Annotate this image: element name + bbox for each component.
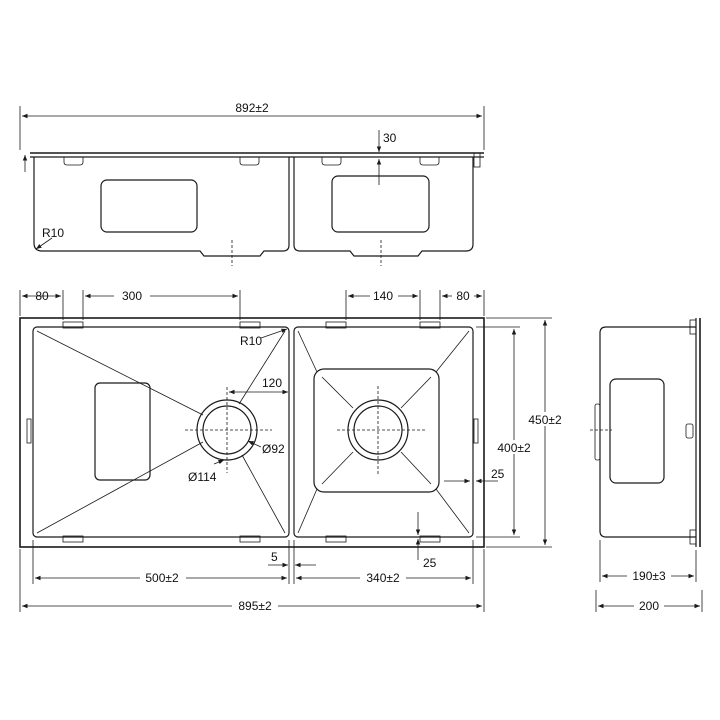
clip-icon — [419, 157, 440, 166]
side-outer-label: 200 — [639, 599, 659, 613]
top-depth-label: 30 — [383, 131, 397, 145]
top-elevation-view: 892±2 30 R10 — [19, 101, 485, 266]
clip-icon — [239, 157, 260, 166]
right-bowl-window — [331, 175, 430, 233]
side-view: 190±3 200 — [590, 318, 703, 613]
side-inner-label: 190±3 — [632, 569, 666, 583]
overall-height-label: 450±2 — [528, 413, 562, 427]
divider-5-label: 5 — [271, 550, 278, 564]
left-bowl-width-label: 500±2 — [145, 571, 179, 585]
top-width-label: 892±2 — [235, 101, 269, 115]
clip-icon — [325, 321, 347, 329]
left-bowl-window — [100, 179, 198, 233]
side-window — [609, 378, 665, 484]
overall-width-label: 895±2 — [238, 599, 272, 613]
clip-icon — [325, 535, 347, 543]
left-bowl-window — [94, 382, 151, 481]
waste-114-label: Ø114 — [188, 470, 217, 484]
clip-icon — [321, 157, 342, 166]
clip-icon — [63, 157, 84, 166]
left-bowl — [32, 326, 290, 538]
offset-120-label: 120 — [262, 376, 282, 390]
right-flange-label: 80 — [456, 289, 470, 303]
left-flange-label: 80 — [35, 289, 49, 303]
wall-25-right-label: 25 — [491, 467, 505, 481]
clip-icon — [239, 535, 261, 543]
clip-icon — [419, 321, 441, 329]
overflow-slot-icon — [685, 423, 694, 439]
plan-view: 80 300 140 80 R10 120 Ø92 Ø114 450±2 400… — [19, 286, 564, 613]
clip-icon — [62, 321, 84, 329]
left-clip-spacing-label: 300 — [122, 289, 142, 303]
right-clip-spacing-label: 140 — [373, 289, 393, 303]
right-bowl-width-label: 340±2 — [366, 571, 400, 585]
waste-92-label: Ø92 — [262, 442, 285, 456]
bowl-height-label: 400±2 — [497, 441, 531, 455]
right-bowl-inner — [313, 368, 440, 493]
inner-radius-label: R10 — [240, 334, 262, 348]
clip-icon — [62, 535, 84, 543]
wall-25-bottom-label: 25 — [423, 556, 437, 570]
top-radius-label: R10 — [42, 226, 64, 240]
clip-icon — [239, 321, 261, 329]
right-bowl — [293, 326, 474, 538]
